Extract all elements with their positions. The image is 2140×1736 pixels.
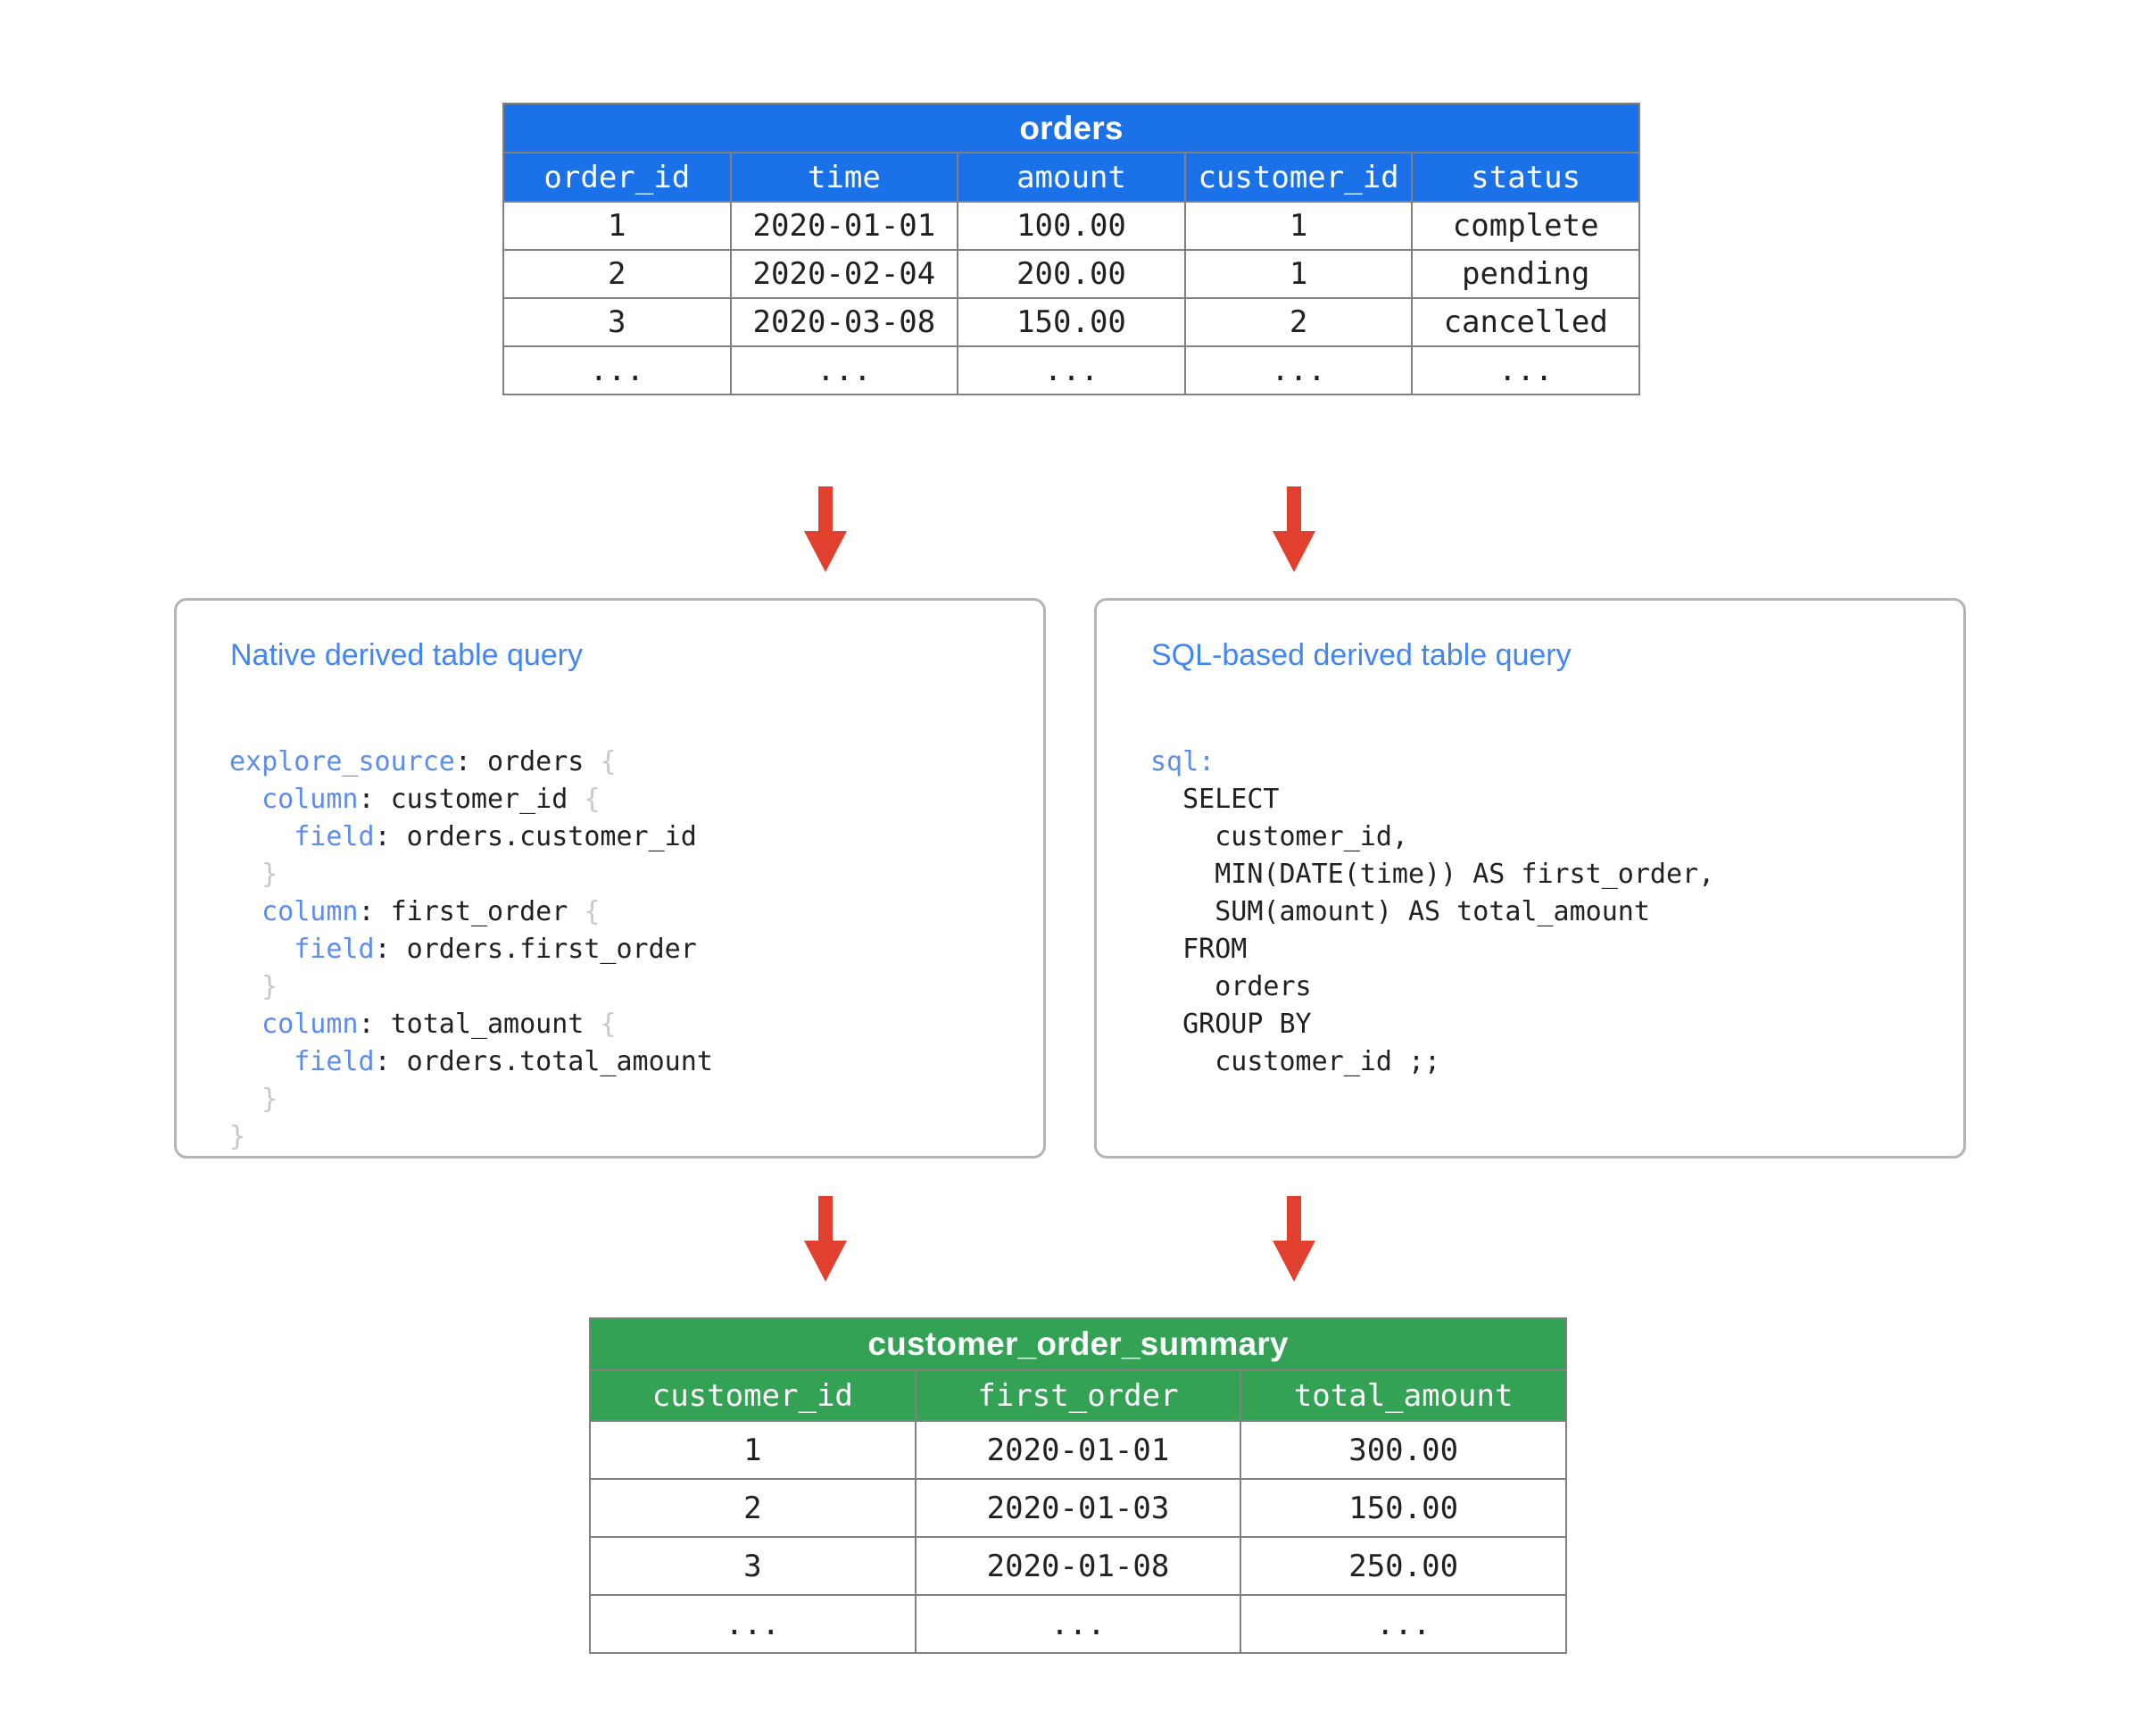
orders-column-header-time: time: [729, 152, 959, 203]
summary-cell: 150.00: [1240, 1478, 1567, 1538]
orders-cell: 3: [502, 297, 732, 347]
orders-cell: 2: [502, 249, 732, 299]
table-row: 1 2020-01-01 100.00 1 complete: [502, 201, 1640, 251]
orders-cell: pending: [1411, 249, 1640, 299]
summary-table-header-row: customer_id first_order total_amount: [589, 1369, 1567, 1422]
summary-column-header-first_order: first_order: [914, 1369, 1242, 1422]
summary-cell: 2020-01-01: [914, 1420, 1242, 1480]
table-row-clipped: [502, 394, 1640, 419]
sql-derived-table-card: SQL-based derived table query sql: SELEC…: [1094, 598, 1966, 1159]
table-row: 3 2020-01-08 250.00: [589, 1536, 1567, 1596]
orders-column-header-amount: amount: [957, 152, 1186, 203]
orders-cell: 200.00: [957, 249, 1186, 299]
orders-cell: 2020-02-04: [729, 249, 959, 299]
table-row-ellipsis: ... ... ...: [589, 1594, 1567, 1654]
native-derived-table-card: Native derived table query explore_sourc…: [174, 598, 1046, 1159]
orders-cell: ...: [957, 345, 1186, 395]
orders-cell-clipped: [729, 394, 959, 419]
orders-cell: 100.00: [957, 201, 1186, 251]
orders-table-title-row: orders: [502, 103, 1640, 154]
orders-table-title: orders: [502, 103, 1640, 154]
orders-cell: 2020-03-08: [729, 297, 959, 347]
orders-table-body: orders order_id time amount customer_id …: [502, 103, 1640, 419]
summary-cell: 2020-01-08: [914, 1536, 1242, 1596]
sql-card-title: SQL-based derived table query: [1151, 638, 1572, 672]
arrow-orders-to-native-icon: [804, 486, 847, 572]
table-row: 3 2020-03-08 150.00 2 cancelled: [502, 297, 1640, 347]
orders-column-header-customer_id: customer_id: [1183, 152, 1414, 203]
summary-cell: 1: [589, 1420, 917, 1480]
orders-cell: 1: [1183, 201, 1414, 251]
orders-cell: ...: [502, 345, 732, 395]
orders-cell: complete: [1411, 201, 1640, 251]
orders-cell: cancelled: [1411, 297, 1640, 347]
orders-cell: ...: [1411, 345, 1640, 395]
summary-cell: 2020-01-03: [914, 1478, 1242, 1538]
orders-cell: 1: [502, 201, 732, 251]
orders-cell: ...: [729, 345, 959, 395]
orders-cell: 2: [1183, 297, 1414, 347]
arrow-sql-to-summary-icon: [1273, 1196, 1315, 1282]
orders-cell: 150.00: [957, 297, 1186, 347]
summary-table-body: customer_order_summary customer_id first…: [589, 1317, 1567, 1654]
table-row-ellipsis: ... ... ... ... ...: [502, 345, 1640, 395]
summary-cell: ...: [1240, 1594, 1567, 1654]
summary-cell: 2: [589, 1478, 917, 1538]
arrow-native-to-summary-icon: [804, 1196, 847, 1282]
sql-code-block: sql: SELECT customer_id, MIN(DATE(time))…: [1150, 746, 1715, 1077]
arrow-orders-to-sql-icon: [1273, 486, 1315, 572]
table-row: 1 2020-01-01 300.00: [589, 1420, 1567, 1480]
orders-column-header-status: status: [1411, 152, 1640, 203]
customer-order-summary-table: customer_order_summary customer_id first…: [589, 1317, 1567, 1654]
table-row: 2 2020-01-03 150.00: [589, 1478, 1567, 1538]
orders-cell-clipped: [1411, 394, 1640, 419]
summary-cell: 3: [589, 1536, 917, 1596]
native-code-block: explore_source: orders { column: custome…: [229, 746, 713, 1152]
orders-column-header-order_id: order_id: [502, 152, 732, 203]
orders-cell-clipped: [502, 394, 732, 419]
summary-cell: ...: [914, 1594, 1242, 1654]
orders-cell-clipped: [1183, 394, 1414, 419]
table-row: 2 2020-02-04 200.00 1 pending: [502, 249, 1640, 299]
orders-cell: 2020-01-01: [729, 201, 959, 251]
native-card-title: Native derived table query: [230, 638, 584, 672]
orders-table: orders order_id time amount customer_id …: [502, 103, 1640, 419]
summary-column-header-total_amount: total_amount: [1240, 1369, 1567, 1422]
orders-table-header-row: order_id time amount customer_id status: [502, 152, 1640, 203]
summary-cell: ...: [589, 1594, 917, 1654]
summary-cell: 250.00: [1240, 1536, 1567, 1596]
summary-table-title: customer_order_summary: [589, 1317, 1567, 1371]
orders-cell-clipped: [957, 394, 1186, 419]
orders-cell: 1: [1183, 249, 1414, 299]
summary-cell: 300.00: [1240, 1420, 1567, 1480]
summary-table-title-row: customer_order_summary: [589, 1317, 1567, 1371]
summary-column-header-customer_id: customer_id: [589, 1369, 917, 1422]
orders-cell: ...: [1183, 345, 1414, 395]
